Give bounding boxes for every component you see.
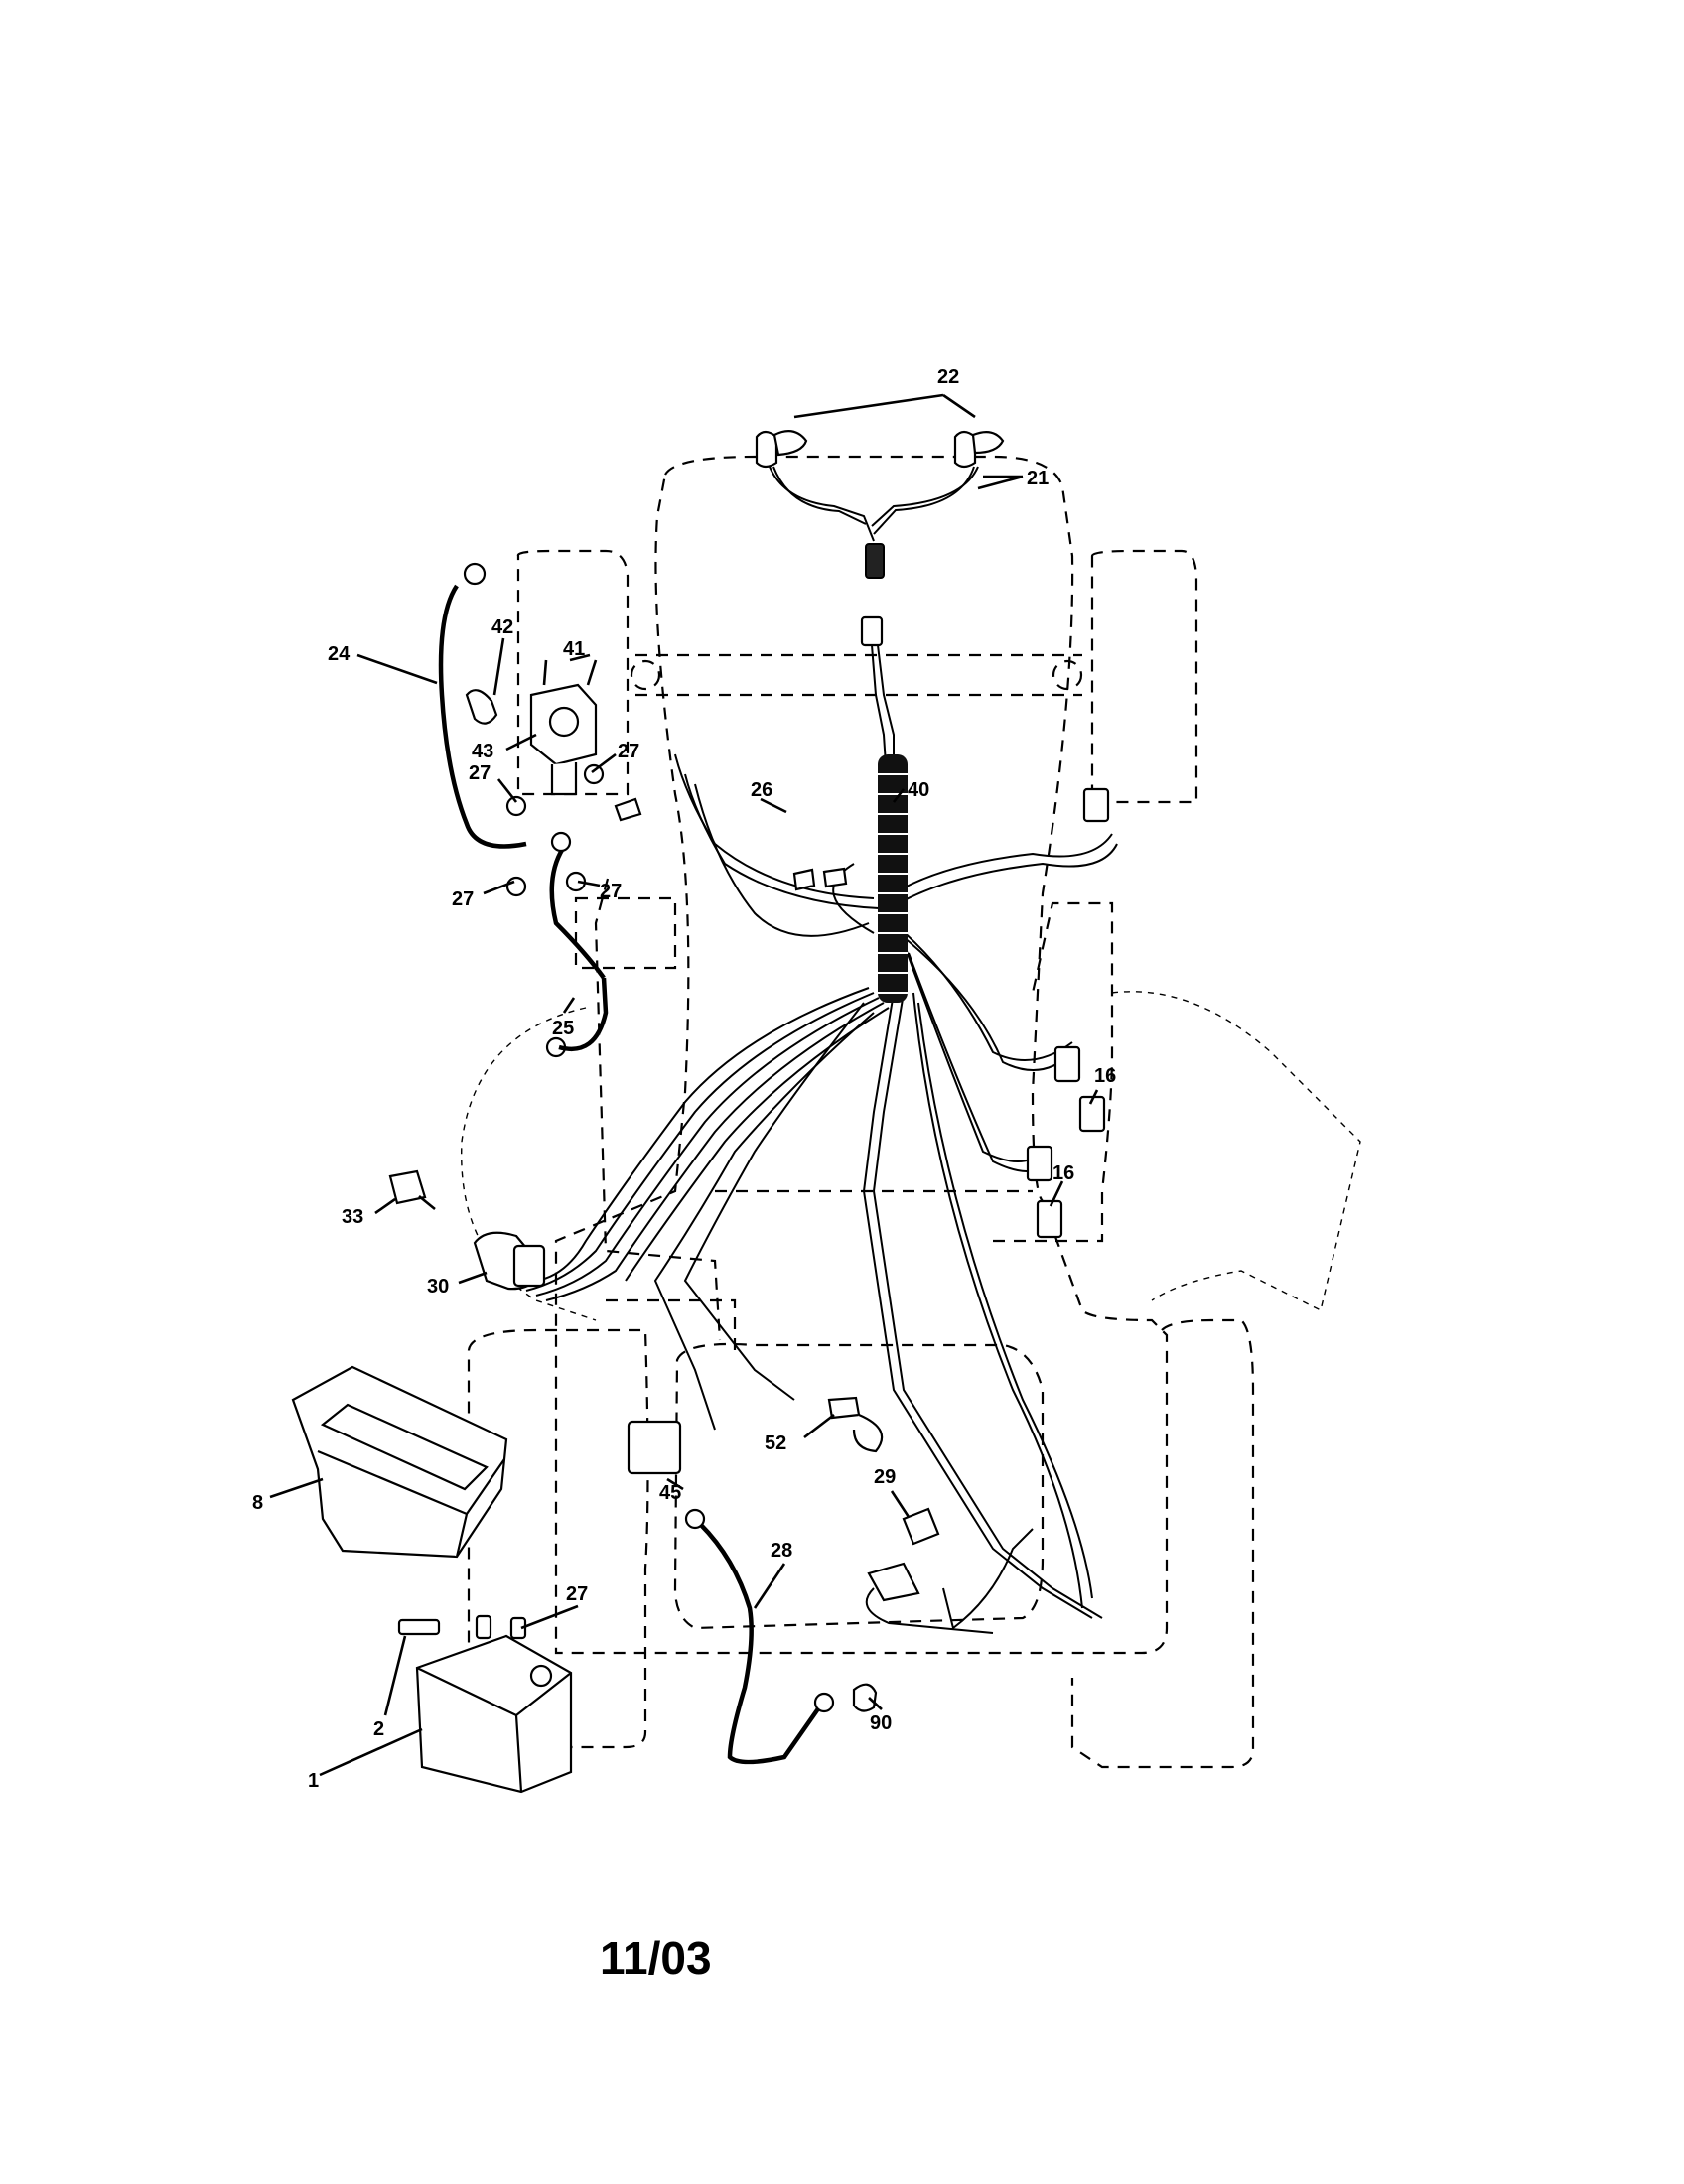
callout-45: 45 xyxy=(659,1482,681,1504)
callout-2: 2 xyxy=(373,1718,384,1740)
callout-21: 21 xyxy=(1027,468,1049,489)
callout-42: 42 xyxy=(491,616,513,638)
callout-29: 29 xyxy=(874,1466,896,1488)
callout-27-solenoid-left: 27 xyxy=(469,762,491,784)
callout-90: 90 xyxy=(870,1712,892,1734)
callout-52: 52 xyxy=(765,1433,786,1454)
callout-labels: 22 21 24 42 41 43 27 27 27 27 26 40 25 1… xyxy=(252,366,1116,1792)
callout-27-solenoid-right: 27 xyxy=(618,741,639,762)
callout-27-lower-right: 27 xyxy=(600,881,622,902)
callout-16-upper: 16 xyxy=(1094,1065,1116,1087)
callout-1: 1 xyxy=(308,1770,319,1792)
callout-27-lower-left: 27 xyxy=(452,888,474,910)
harness-loom xyxy=(878,754,908,1003)
callout-8: 8 xyxy=(252,1492,263,1514)
callout-leaders xyxy=(269,393,1099,1777)
callout-24: 24 xyxy=(328,643,351,665)
callout-40: 40 xyxy=(908,779,929,801)
callout-41: 41 xyxy=(563,638,585,660)
callout-33: 33 xyxy=(342,1206,363,1228)
solenoid-assembly xyxy=(438,562,642,1058)
date-code: 11/03 xyxy=(600,1932,712,1983)
callout-25: 25 xyxy=(552,1018,574,1039)
misc-parts xyxy=(627,867,1106,1765)
tractor-outline xyxy=(461,455,1361,1769)
callout-30: 30 xyxy=(427,1276,449,1297)
callout-26: 26 xyxy=(751,779,772,801)
main-harness xyxy=(525,753,1118,1619)
callout-22: 22 xyxy=(937,366,959,388)
battery-assembly xyxy=(291,1365,573,1794)
callout-28: 28 xyxy=(771,1540,792,1562)
callout-27-battery: 27 xyxy=(566,1583,588,1605)
callout-43: 43 xyxy=(472,741,493,762)
headlight-harness xyxy=(755,430,1005,765)
ignition-assembly xyxy=(388,1169,546,1291)
callout-16-lower: 16 xyxy=(1052,1162,1074,1184)
